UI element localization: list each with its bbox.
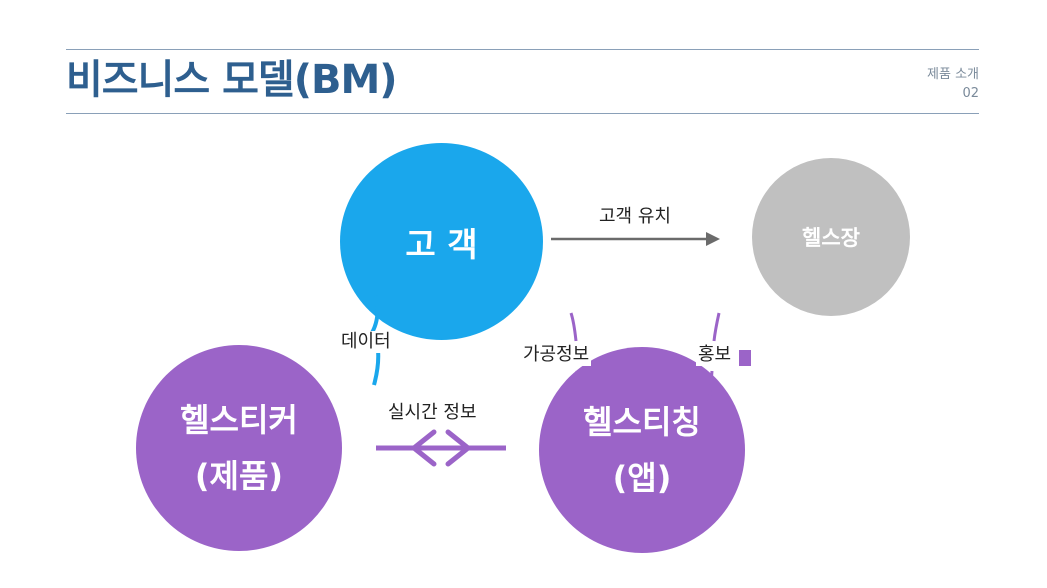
attract-arrow (551, 232, 720, 246)
realtime-label: 실시간 정보 (386, 402, 479, 424)
customer-node: 고 객 (340, 143, 543, 340)
data-label: 데이터 (339, 331, 393, 353)
page-title: 비즈니스 모델(BM) (66, 57, 398, 103)
gym-label: 헬스장 (802, 226, 860, 250)
app-label-line1: 헬스티칭 (583, 403, 701, 441)
promo-link (706, 312, 721, 407)
header-bottom-rule (66, 113, 979, 114)
customer-label: 고 객 (405, 224, 478, 264)
section-label: 제품 소개 (927, 67, 979, 82)
attract-label: 고객 유치 (597, 206, 673, 228)
gym-node: 헬스장 (752, 158, 910, 316)
product-label-line1: 헬스티커 (180, 401, 298, 439)
page-number: 02 (962, 86, 979, 101)
product-node: 헬스티커 (제품) (136, 345, 342, 551)
app-label-line2: (앱) (612, 459, 672, 497)
promo-marker (739, 350, 751, 366)
process-label: 가공정보 (521, 344, 592, 366)
process-link (569, 312, 579, 409)
promo-label: 홍보 (696, 344, 734, 366)
header-top-rule (66, 49, 979, 50)
realtime-double-arrow (376, 429, 506, 467)
product-label-line2: (제품) (194, 457, 284, 495)
